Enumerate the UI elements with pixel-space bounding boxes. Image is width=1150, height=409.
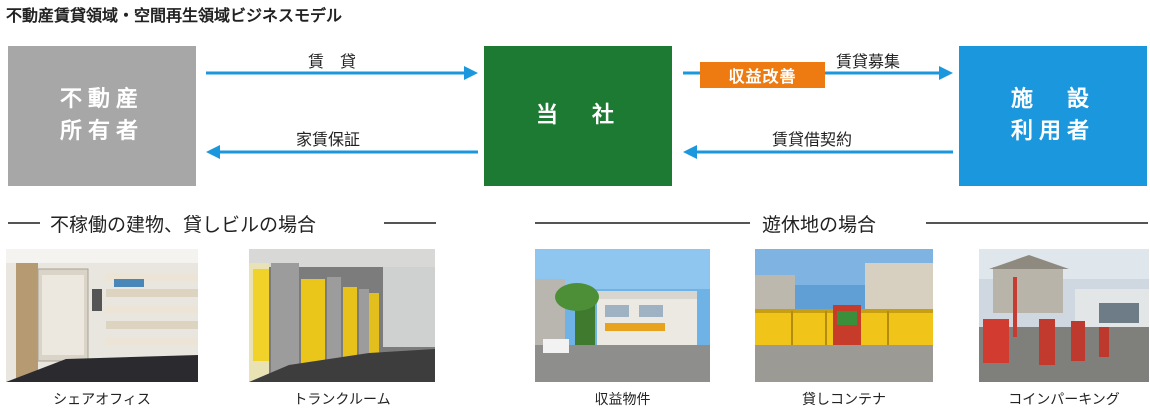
section-left-rule-end — [384, 222, 436, 224]
share-office-photo — [6, 249, 198, 382]
lease-contract-label: 賃貸借契約 — [772, 130, 853, 149]
caption-trunk-room: トランクルーム — [293, 392, 391, 408]
section-left-rule-start — [8, 222, 40, 224]
diagram-title: 不動産賃貸領域・空間再生領域ビジネスモデル — [6, 6, 343, 25]
owner-box: 不動産 所有者 — [8, 46, 196, 186]
rent-label: 賃 貸 — [308, 52, 357, 71]
rent-guarantee-arrow — [206, 143, 478, 161]
coin-parking-photo — [979, 249, 1149, 382]
rent-arrow — [206, 64, 478, 82]
section-right-title: 遊休地の場合 — [762, 214, 877, 236]
caption-share-office: シェアオフィス — [53, 392, 151, 408]
rental-container-photo — [755, 249, 933, 382]
lease-contract-arrow — [683, 143, 953, 161]
caption-coin-parking: コインパーキング — [1008, 392, 1120, 408]
caption-income-property: 収益物件 — [594, 392, 651, 408]
rent-guarantee-label: 家賃保証 — [296, 130, 361, 149]
caption-rental-container: 貸しコンテナ — [802, 392, 886, 408]
section-right-rule-end — [926, 222, 1148, 224]
section-left-title: 不稼働の建物、貸しビルの場合 — [50, 214, 317, 236]
section-right-rule-start — [535, 222, 750, 224]
trunk-room-photo — [249, 249, 435, 382]
facility-user-box: 施 設 利用者 — [959, 46, 1147, 186]
profit-improvement-badge: 収益改善 — [700, 62, 825, 88]
tenant-recruit-label: 賃貸募集 — [836, 52, 901, 71]
company-box: 当 社 — [484, 46, 672, 186]
income-property-photo — [535, 249, 710, 382]
